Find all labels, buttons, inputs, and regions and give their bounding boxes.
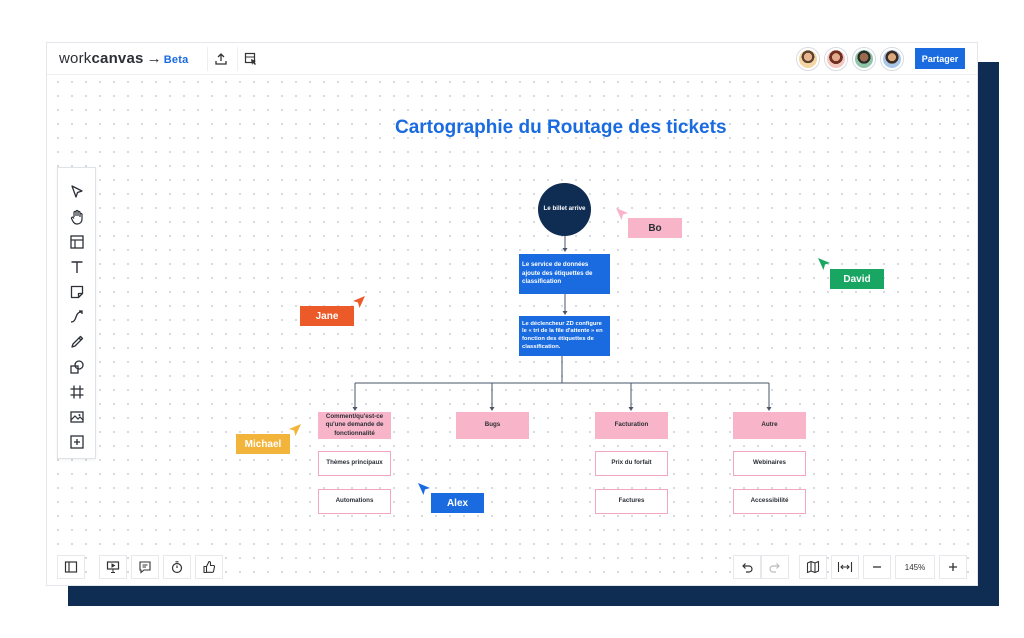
node-automations[interactable]: Automations — [318, 489, 391, 514]
timer-button[interactable] — [163, 555, 191, 579]
tool-palette — [57, 167, 96, 459]
comment-icon — [139, 561, 151, 574]
node-webinars[interactable]: Webinaires — [733, 451, 806, 476]
sticky-note-tool[interactable] — [67, 282, 87, 302]
avatar[interactable] — [853, 48, 875, 70]
image-icon — [70, 411, 84, 423]
connector-arrow-icon — [70, 310, 83, 323]
node-billing[interactable]: Facturation — [595, 412, 668, 439]
sticky-note-icon — [70, 285, 84, 299]
node-main-themes[interactable]: Thèmes principaux — [318, 451, 391, 476]
thumbs-up-icon — [203, 560, 216, 574]
cursor-arrow-icon — [289, 424, 301, 436]
node-ticket-arrives[interactable]: Le billet arrive — [538, 183, 591, 236]
layout-icon — [70, 235, 84, 249]
logo-work: work — [59, 50, 92, 67]
node-plan-price[interactable]: Prix du forfait — [595, 451, 668, 476]
hand-icon — [70, 209, 83, 225]
undo-icon — [742, 563, 753, 573]
plus-icon — [949, 563, 957, 571]
node-bugs[interactable]: Bugs — [456, 412, 529, 439]
present-button[interactable] — [99, 555, 127, 579]
shapes-icon — [70, 360, 84, 374]
export-button[interactable] — [207, 47, 233, 71]
zoom-in-button[interactable] — [939, 555, 967, 579]
shape-tool[interactable] — [67, 357, 87, 377]
bottom-toolbar-left — [57, 555, 227, 581]
comments-button[interactable] — [131, 555, 159, 579]
fit-width-button[interactable] — [831, 555, 859, 579]
undo-button[interactable] — [733, 555, 761, 579]
cursor-box-icon — [244, 52, 256, 65]
bottom-toolbar-right: 145% — [733, 555, 967, 581]
app-logo[interactable]: workcanvas→Beta — [59, 50, 188, 67]
reactions-button[interactable] — [195, 555, 223, 579]
node-data-service[interactable]: Le service de données ajoute des étiquet… — [519, 254, 610, 294]
zoom-out-button[interactable] — [863, 555, 891, 579]
text-tool[interactable] — [67, 257, 87, 277]
redo-icon — [769, 563, 780, 573]
cursor-arrow-icon — [353, 296, 365, 308]
sidebar-icon — [64, 561, 78, 573]
text-icon — [71, 261, 83, 273]
cursor-label-bo: Bo — [628, 218, 682, 238]
pointer-icon — [71, 185, 83, 198]
cursor-arrow-icon — [418, 483, 430, 495]
logo-canvas: canvas — [91, 50, 144, 67]
collaborator-avatars — [797, 48, 903, 70]
app-window: workcanvas→Beta Partager Cartographie du… — [46, 42, 978, 586]
cursor-arrow-icon — [616, 208, 628, 220]
node-feature-request[interactable]: Comment/qu'est-ce qu'une demande de fonc… — [318, 412, 391, 439]
plus-box-icon — [70, 435, 84, 449]
cursor-label-david: David — [830, 269, 884, 289]
connector-tool[interactable] — [67, 307, 87, 327]
beta-badge: Beta — [163, 54, 189, 66]
fit-width-icon — [837, 562, 853, 572]
pencil-icon — [71, 335, 84, 348]
zoom-level[interactable]: 145% — [895, 555, 935, 579]
upload-icon — [214, 53, 227, 65]
board-title[interactable]: Cartographie du Routage des tickets — [395, 117, 727, 138]
select-tool[interactable] — [67, 182, 87, 202]
map-icon — [806, 560, 820, 574]
top-bar: workcanvas→Beta Partager — [47, 43, 977, 75]
presentation-icon — [106, 561, 120, 573]
select-tool-button[interactable] — [237, 47, 263, 71]
cursor-label-michael: Michael — [236, 434, 290, 454]
timer-icon — [171, 561, 183, 574]
node-accessibility[interactable]: Accessibilité — [733, 489, 806, 514]
add-tool[interactable] — [67, 432, 87, 452]
template-tool[interactable] — [67, 232, 87, 252]
node-invoices[interactable]: Factures — [595, 489, 668, 514]
avatar[interactable] — [881, 48, 903, 70]
minimap-button[interactable] — [799, 555, 827, 579]
share-button[interactable]: Partager — [915, 48, 965, 69]
toggle-panel-button[interactable] — [57, 555, 85, 579]
avatar[interactable] — [797, 48, 819, 70]
minus-icon — [873, 566, 881, 568]
pan-tool[interactable] — [67, 207, 87, 227]
node-zd-trigger[interactable]: Le déclencheur ZD configure le « tri de … — [519, 316, 610, 356]
redo-button[interactable] — [761, 555, 789, 579]
flowchart-connectors — [352, 235, 772, 411]
frame-icon — [70, 385, 84, 399]
avatar[interactable] — [825, 48, 847, 70]
node-other[interactable]: Autre — [733, 412, 806, 439]
cursor-label-alex: Alex — [431, 493, 484, 513]
cursor-label-jane: Jane — [300, 306, 354, 326]
image-tool[interactable] — [67, 407, 87, 427]
pen-tool[interactable] — [67, 332, 87, 352]
logo-arrow: → — [146, 50, 162, 67]
frame-tool[interactable] — [67, 382, 87, 402]
cursor-arrow-icon — [818, 258, 830, 270]
